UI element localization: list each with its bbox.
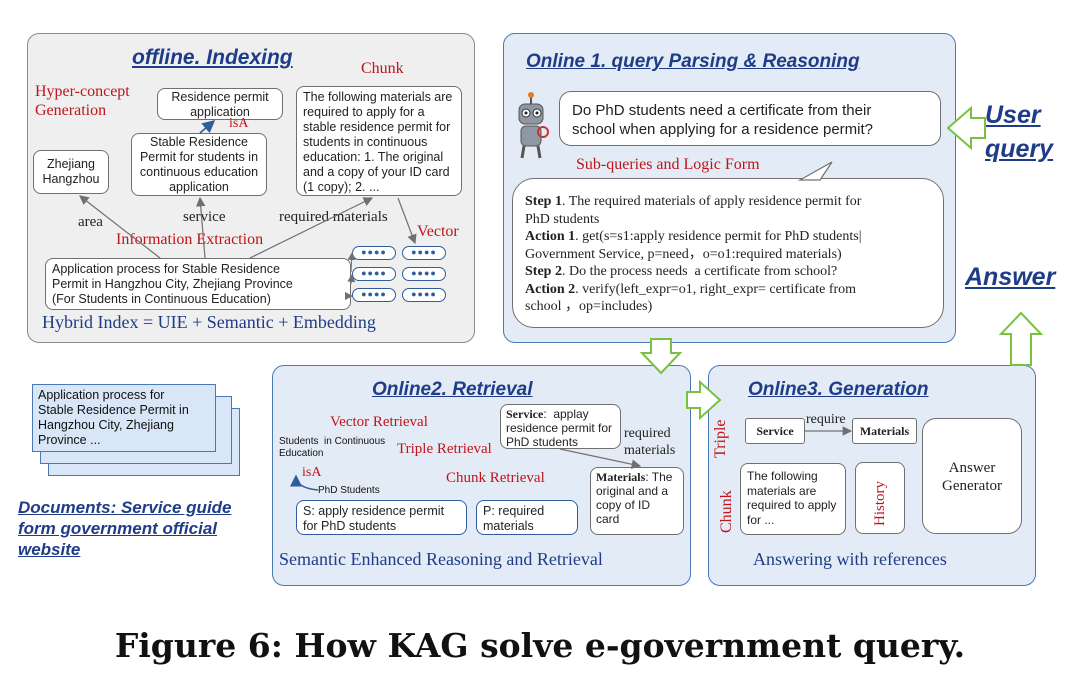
triple-vertical-label: Triple <box>712 419 729 458</box>
materials-node: Materials: The original and a copy of ID… <box>590 467 684 535</box>
action-2: Action 2. verify(left_expr=o1, right_exp… <box>525 281 931 316</box>
document-stack-icon <box>32 384 216 452</box>
hyper-concept-label: Hyper-concept Generation <box>35 83 130 119</box>
students-label: Students in Continuous Education <box>279 436 386 459</box>
answer-label: Answer <box>965 263 1056 291</box>
document-text: Application process for Stable Residence… <box>38 388 189 447</box>
required-materials-label: required materials <box>624 426 676 458</box>
answer-generator-node: Answer Generator <box>922 418 1022 534</box>
robot-icon <box>518 92 549 159</box>
residence-permit-node: Residence permit application <box>157 88 283 120</box>
materials-node-key: Materials <box>596 470 646 484</box>
logic-form-bubble: Step 1. The required materials of apply … <box>512 178 944 328</box>
zhejiang-node: Zhejiang Hangzhou <box>33 150 109 194</box>
action-2-text: . verify(left_expr=o1, right_expr= certi… <box>525 281 857 315</box>
figure-caption: Figure 6: How KAG solve e-government que… <box>114 626 966 665</box>
action-1-text: . get(s=s1:apply residence permit for Ph… <box>525 229 862 262</box>
chunk-retrieval-label: Chunk Retrieval <box>446 470 545 486</box>
isa-label: isA <box>302 465 322 480</box>
stable-residence-node: Stable Residence Permit for students in … <box>131 133 267 196</box>
application-process-node: Application process for Stable Residence… <box>45 258 351 310</box>
service-node-text: : applay residence permit for PhD studen… <box>506 407 613 449</box>
user-query-label: User query <box>985 101 1054 163</box>
vector-embedding-icon: ●●●● ●●●● ●●●● ●●●● ●●●● ●●●● <box>352 244 452 302</box>
subqueries-label: Sub-queries and Logic Form <box>576 156 760 173</box>
online2-footer: Semantic Enhanced Reasoning and Retrieva… <box>279 549 603 569</box>
p-box: P: required materials <box>476 500 578 535</box>
phd-students-label: PhD Students <box>318 485 380 496</box>
step-1: Step 1. The required materials of apply … <box>525 193 931 228</box>
history-node <box>855 462 905 534</box>
action-1-key: Action 1 <box>525 229 576 244</box>
vector-row: ●●●● <box>352 267 396 281</box>
vector-row: ●●●● <box>352 288 396 302</box>
vector-retrieval-label: Vector Retrieval <box>330 414 428 430</box>
triple-retrieval-label: Triple Retrieval <box>397 441 492 457</box>
offline-indexing-title: offline. Indexing <box>132 46 293 69</box>
edge-required-label: required materials <box>279 209 388 225</box>
info-extraction-label: Information Extraction <box>116 231 264 248</box>
chunk-node: The following materials are required to … <box>740 463 846 535</box>
online3-footer: Answering with references <box>753 549 947 569</box>
online2-title: Online2. Retrieval <box>372 379 533 400</box>
chunk-vertical-label: Chunk <box>718 490 735 533</box>
chunk-label: Chunk <box>361 60 404 77</box>
action-1: Action 1. get(s=s1:apply residence permi… <box>525 228 931 263</box>
online1-title: Online 1. query Parsing & Reasoning <box>526 51 860 72</box>
service-triple-node: Service <box>745 418 805 444</box>
step-2: Step 2. Do the process needs a certifica… <box>525 263 931 281</box>
step-1-text: . The required materials of apply reside… <box>525 194 862 227</box>
step-1-key: Step 1 <box>525 194 562 209</box>
edge-area-label: area <box>78 214 103 230</box>
vector-row: ●●●● <box>402 288 446 302</box>
materials-node-text: : The original and a copy of ID card <box>596 470 673 526</box>
step-2-key: Step 2 <box>525 264 562 279</box>
chunk-text-node: The following materials are required to … <box>296 86 462 196</box>
vector-label: Vector <box>417 223 459 240</box>
history-vertical-label: History <box>872 481 888 526</box>
service-node: Service: applay residence permit for PhD… <box>500 404 621 449</box>
require-edge-label: require <box>806 412 846 427</box>
materials-triple-node: Materials <box>852 418 917 444</box>
hybrid-index-label: Hybrid Index = UIE + Semantic + Embeddin… <box>42 312 376 332</box>
isa-edge-label: isA <box>229 116 249 131</box>
vector-row: ●●●● <box>402 246 446 260</box>
service-node-key: Service <box>506 407 544 421</box>
user-question-bubble: Do PhD students need a certificate from … <box>559 91 941 146</box>
vector-row: ●●●● <box>402 267 446 281</box>
s-box: S: apply residence permit for PhD studen… <box>296 500 467 535</box>
step-2-text: . Do the process needs a certificate fro… <box>561 264 838 279</box>
action-2-key: Action 2 <box>525 281 576 297</box>
documents-label: Documents: Service guide form government… <box>18 498 232 559</box>
online3-title: Online3. Generation <box>748 379 929 400</box>
vector-row: ●●●● <box>352 246 396 260</box>
edge-service-label: service <box>183 209 226 225</box>
